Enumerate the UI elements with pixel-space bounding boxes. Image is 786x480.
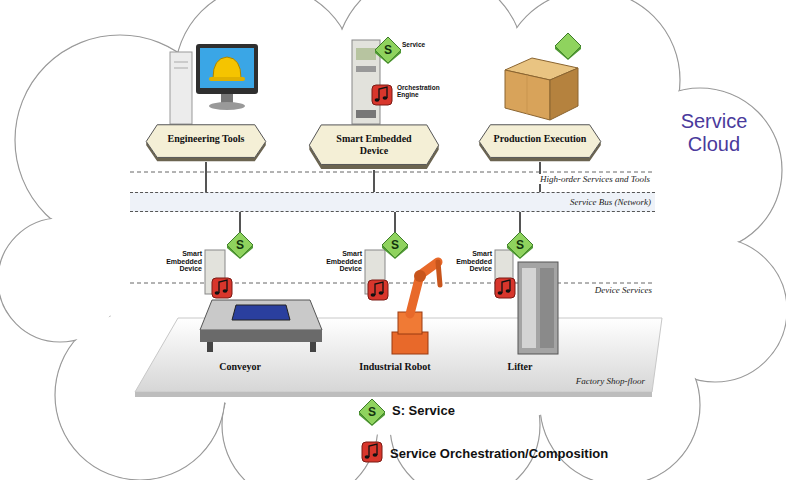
layer-label: Device Services: [540, 285, 652, 295]
legend-service-icon: [359, 399, 385, 426]
icon-caption: Orchestration Engine: [397, 84, 443, 99]
shop-floor-edge: [135, 392, 652, 397]
layer-label: High-order Services and Tools: [470, 174, 652, 184]
robot-figure: [365, 250, 440, 354]
node-label: Conveyor: [219, 361, 261, 374]
icon-caption: Service: [402, 41, 425, 48]
node-label: Production Execution: [480, 124, 601, 145]
conveyor-figure: [200, 250, 322, 352]
layer-line: [130, 172, 655, 173]
lifter-figure: [495, 250, 558, 354]
tool-plate: Engineering Tools: [145, 124, 267, 162]
bus-link: [239, 212, 241, 232]
bus-link: [373, 170, 375, 192]
orchestration-icon: [495, 278, 515, 298]
service-bus: Service Bus (Network): [130, 192, 655, 212]
bus-link: [205, 162, 207, 192]
computer-icon: [170, 44, 258, 124]
node-label: Industrial Robot: [359, 361, 430, 374]
label-patch: High-order Services and Tools: [538, 174, 652, 184]
orchestration-icon: [212, 278, 232, 298]
legend-text: Service Orchestration/Composition: [390, 446, 608, 461]
device-caption: Smart Embedded Device: [158, 250, 202, 273]
bus-link: [394, 212, 396, 232]
device-caption: Smart Embedded Device: [318, 250, 362, 273]
service-icon: [382, 232, 408, 259]
service-letter: S: [380, 42, 396, 58]
service-letter: S: [512, 237, 528, 253]
service-letter: S: [232, 237, 248, 253]
orchestration-icon: [372, 85, 392, 105]
box-icon: [505, 58, 578, 120]
node-label: Engineering Tools: [154, 124, 259, 145]
cloud-title: Service Cloud: [668, 110, 760, 156]
service-icon: [375, 37, 401, 64]
device-caption: Smart Embedded Device: [448, 250, 492, 273]
legend-text: S: Service: [392, 403, 455, 418]
orchestration-icon: [368, 280, 388, 300]
node-label: Lifter: [508, 361, 533, 374]
service-letter: S: [387, 237, 403, 253]
service-icon: [507, 232, 533, 259]
service-icon: [555, 33, 581, 60]
service-letter: S: [364, 404, 380, 420]
layer-label: Factory Shop-floor: [530, 376, 645, 386]
legend-orchestration-icon: [362, 442, 382, 462]
node-label: Service Bus (Network): [570, 197, 655, 207]
node-label: Smart Embedded Device: [308, 124, 440, 156]
device-plate: Smart Embedded Device: [308, 124, 440, 170]
bus-link: [519, 212, 521, 232]
execution-plate: Production Execution: [478, 124, 602, 162]
service-icon: [227, 232, 253, 259]
